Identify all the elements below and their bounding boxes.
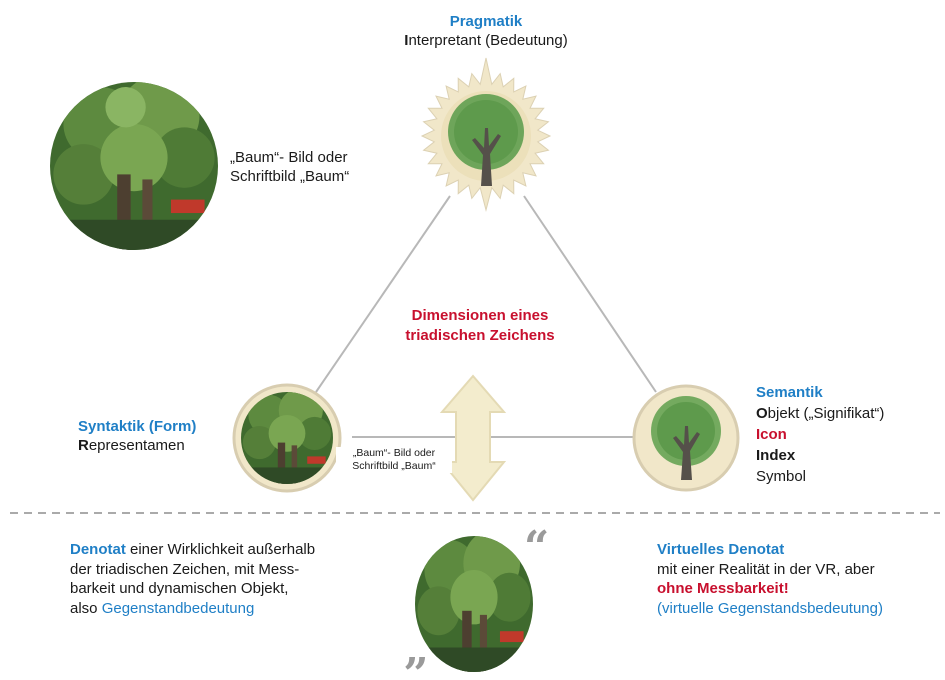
virtuell-term: Virtuelles Denotat [657,541,785,558]
syntaktik-rest: epresentamen [88,437,185,454]
semantik-heading: Semantik [756,384,823,401]
semantik-label: Semantik Objekt („Signifikat“) Icon Inde… [756,382,884,487]
syntaktik-label: Syntaktik (Form) Representamen [78,417,196,455]
small-caption-line1: „Baum“- Bild oder [352,447,436,459]
pragmatik-subtitle: Interpretant (Bedeutung) [380,31,592,50]
photo-caption-line2: Schriftbild „Baum“ [230,168,350,185]
semantik-node [632,384,740,492]
tree-photo-bottom [415,536,533,672]
denotat-gegenstand-term: Gegenstandbedeutung [101,599,255,617]
center-title-line2: triadischen Zeichens [405,327,555,344]
tree-photo-small [241,392,333,484]
virtuell-line4: (virtuelle Gegenstandsbedeutung) [657,599,883,617]
syntaktik-initial: R [78,437,89,454]
virtuell-text: Virtuelles Denotat mit einer Realität in… [657,540,883,618]
tree-icon [448,94,524,186]
tree-icon [651,396,721,480]
pragmatik-initial: I [404,32,409,49]
denotat-line3: barkeit und dynamischen Objekt, [70,580,289,597]
syntaktik-heading: Syntaktik (Form) [78,418,197,435]
denotat-line2: der triadischen Zeichen, mit Mess- [70,560,300,578]
quote-mark-icon: „ [404,624,430,675]
pragmatik-heading: Pragmatik [449,13,523,30]
double-arrow-icon [439,374,507,502]
pragmatik-node [420,57,552,212]
tree-photo-large [50,82,218,250]
denotat-line4: also Gegenstandbedeutung [70,599,315,619]
denotat-line1: Denotat einer Wirklichkeit außerhalb [70,540,315,560]
denotat-line4-prefix: also [70,599,102,617]
virtuell-line3: ohne Messbarkeit! [657,580,789,597]
semantik-icon-term: Icon [756,426,787,443]
semantik-rest: bjekt („Signifikat“) [767,405,885,422]
semantik-symbol-term: Symbol [756,468,807,485]
center-title-line1: Dimensionen eines [411,307,549,324]
quote-mark-icon: “ [524,522,550,573]
center-title: Dimensionen eines triadischen Zeichens [370,306,590,346]
photo-caption: „Baum“- Bild oder Schriftbild „Baum“ [230,148,349,186]
syntaktik-subtitle: Representamen [78,436,196,455]
denotat-term: Denotat [70,541,126,558]
virtuell-line2: mit einer Realität in der VR, aber [657,560,875,578]
pragmatik-label: Pragmatik Interpretant (Bedeutung) [380,12,592,50]
denotat-text: Denotat einer Wirklichkeit außerhalb der… [70,540,315,618]
photo-caption-line1: „Baum“- Bild oder [230,149,348,166]
pragmatik-rest: nterpretant (Bedeutung) [408,32,568,49]
edge-right [523,195,657,393]
denotat-line1-rest: einer Wirklichkeit außerhalb [125,541,316,558]
semantik-initial: O [756,405,768,422]
semantik-subtitle: Objekt („Signifikat“) [756,403,884,424]
semantik-index-term: Index [756,447,796,464]
small-caption-line2: Schriftbild „Baum“ [352,460,436,472]
edge-left [315,195,451,393]
small-caption: „Baum“- Bild oder Schriftbild „Baum“ [336,447,452,473]
